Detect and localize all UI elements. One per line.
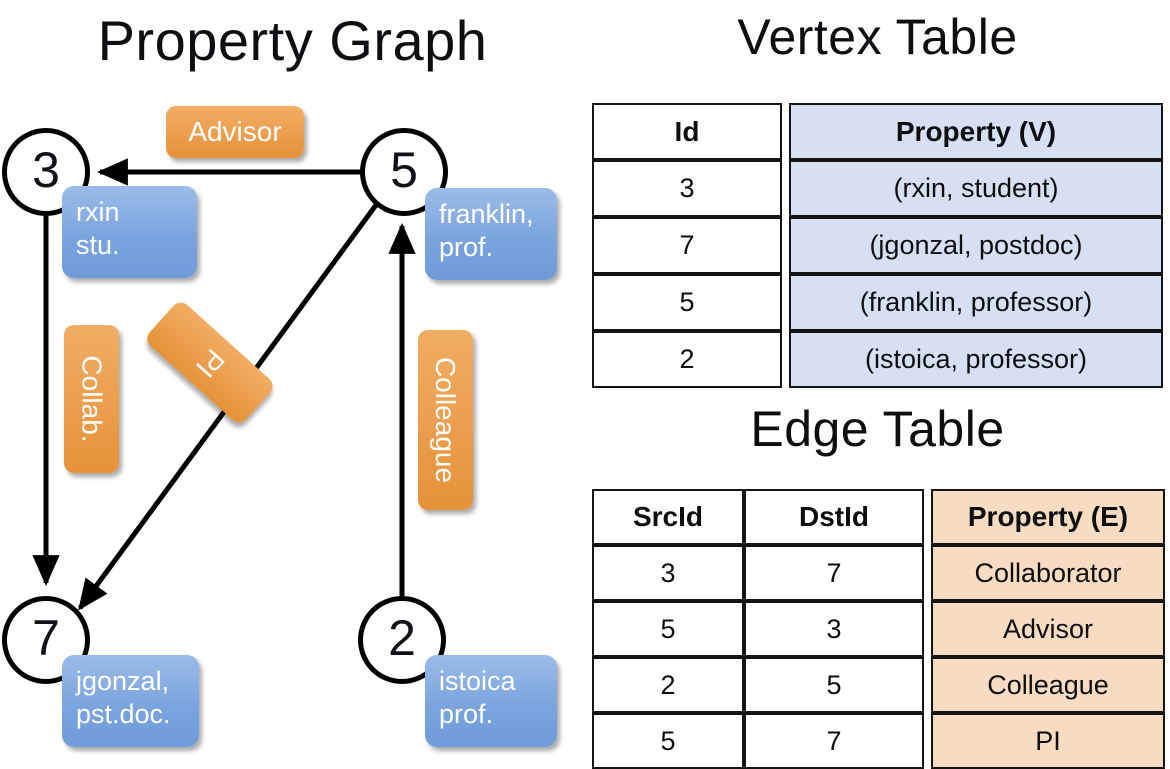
vertex-property-box-2: istoica prof. [425,655,557,747]
edge-cell-dstid: 7 [744,713,924,769]
edge-label-collab-text: Collab. [76,355,108,443]
vertex-property-box-5: franklin, prof. [425,188,557,280]
edge-label-colleague-text: Colleague [430,356,462,484]
table-row: 2 5 Colleague [592,657,1165,713]
vertex-property-box-3: rxin stu. [62,186,197,278]
edge-label-colleague: Colleague [418,330,473,510]
edge-table-column-gap [924,489,931,545]
vertex-table-column-gap [782,331,789,388]
edge-cell-property: Advisor [931,601,1165,657]
edge-cell-srcid: 5 [592,713,744,769]
vertex-property-box-7-line2: pst.doc. [76,698,171,729]
edge-table-header-dstid: DstId [744,489,924,545]
vertex-property-box-7: jgonzal, pst.doc. [62,655,199,747]
edge-cell-dstid: 3 [744,601,924,657]
vertex-table-header-property: Property (V) [789,103,1163,160]
vertex-property-box-7-line1: jgonzal, [76,666,170,696]
graph-node-3-label: 3 [32,142,60,198]
vertex-table-column-gap [782,160,789,217]
vertex-cell-property: (rxin, student) [789,160,1163,217]
edge-cell-srcid: 5 [592,601,744,657]
table-row: 3 (rxin, student) [592,160,1163,217]
edge-label-advisor-text: Advisor [188,116,282,147]
edge-table-column-gap [924,601,931,657]
page-title-edge-table: Edge Table [750,401,1005,457]
table-row: 3 7 Collaborator [592,545,1165,601]
edge-label-pi-text: PI [189,342,231,384]
graph-node-7-label: 7 [32,610,60,666]
vertex-cell-id: 7 [592,217,782,274]
page-title-vertex-table: Vertex Table [737,9,1018,65]
edge-cell-dstid: 5 [744,657,924,713]
edge-table-header-property: Property (E) [931,489,1165,545]
vertex-table-header-id: Id [592,103,782,160]
edge-label-advisor: Advisor [166,106,304,158]
edge-cell-srcid: 3 [592,545,744,601]
edge-table-header-row: SrcId DstId Property (E) [592,489,1165,545]
edge-cell-srcid: 2 [592,657,744,713]
edge-table-column-gap [924,545,931,601]
vertex-property-box-2-line2: prof. [439,698,494,729]
page-title-property-graph: Property Graph [97,9,488,72]
vertex-property-box-5-line1: franklin, [439,199,534,229]
vertex-table: Id Property (V) 3 (rxin, student) 7 (jgo… [592,103,1163,388]
edge-cell-dstid: 7 [744,545,924,601]
edge-table-header-srcid: SrcId [592,489,744,545]
edge-table: SrcId DstId Property (E) 3 7 Collaborato… [592,489,1165,769]
vertex-property-box-2-line1: istoica [439,666,516,696]
graph-node-5[interactable]: 5 [360,128,448,216]
vertex-cell-property: (franklin, professor) [789,274,1163,331]
vertex-cell-id: 5 [592,274,782,331]
graph-node-5-label: 5 [390,142,418,198]
graph-node-2-label: 2 [388,610,416,666]
vertex-table-column-gap [782,274,789,331]
table-row: 2 (istoica, professor) [592,331,1163,388]
vertex-property-box-3-line1: rxin [76,197,120,227]
graph-node-2[interactable]: 2 [358,596,446,684]
edge-label-collab: Collab. [64,325,119,473]
vertex-cell-property: (jgonzal, postdoc) [789,217,1163,274]
table-row: 5 3 Advisor [592,601,1165,657]
edge-cell-property: Collaborator [931,545,1165,601]
edge-cell-property: PI [931,713,1165,769]
property-graph-panel: Property Graph 3 5 7 2 [0,0,585,760]
vertex-table-column-gap [782,103,789,160]
edge-cell-property: Colleague [931,657,1165,713]
edge-table-column-gap [924,657,931,713]
table-row: 5 (franklin, professor) [592,274,1163,331]
table-row: 5 7 PI [592,713,1165,769]
vertex-property-box-3-line2: stu. [76,229,120,260]
vertex-cell-id: 2 [592,331,782,388]
table-row: 7 (jgonzal, postdoc) [592,217,1163,274]
vertex-table-header-row: Id Property (V) [592,103,1163,160]
edge-table-column-gap [924,713,931,769]
vertex-cell-id: 3 [592,160,782,217]
vertex-table-column-gap [782,217,789,274]
vertex-cell-property: (istoica, professor) [789,331,1163,388]
vertex-property-box-5-line2: prof. [439,231,494,262]
